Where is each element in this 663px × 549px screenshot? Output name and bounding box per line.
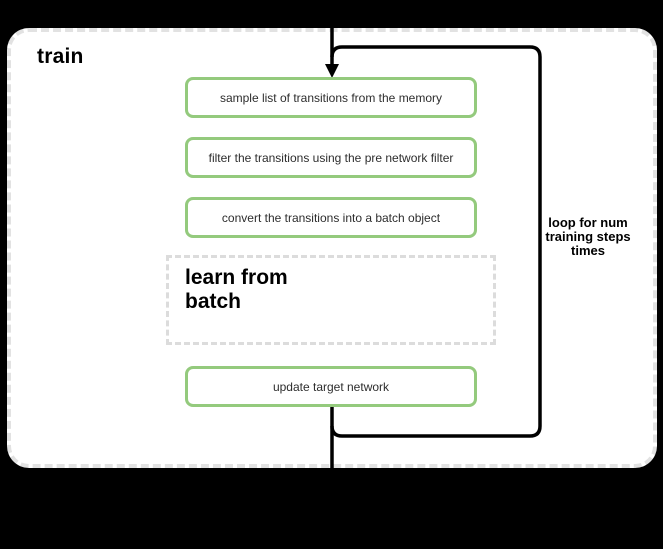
- node-label: filter the transitions using the pre net…: [208, 150, 454, 165]
- node-label: update target network: [272, 379, 390, 394]
- node-learn-from-batch: learn from batch: [166, 255, 496, 345]
- node-sample-transitions: sample list of transitions from the memo…: [185, 77, 477, 118]
- loop-annotation: loop for num training steps times: [541, 216, 635, 257]
- loop-annotation-line: loop for num: [548, 215, 628, 230]
- node-update-target-network: update target network: [185, 366, 477, 407]
- learn-from-batch-label: learn from batch: [185, 266, 288, 313]
- arrow-down-icon: [325, 64, 339, 78]
- loop-annotation-line: times: [571, 242, 605, 258]
- node-filter-transitions: filter the transitions using the pre net…: [185, 137, 477, 178]
- node-convert-batch: convert the transitions into a batch obj…: [185, 197, 477, 238]
- node-label: convert the transitions into a batch obj…: [221, 210, 441, 225]
- loop-annotation-line: training steps: [545, 228, 631, 244]
- loop-boundary: [330, 45, 542, 438]
- node-label: sample list of transitions from the memo…: [219, 90, 443, 105]
- subgraph-title: train: [37, 45, 84, 68]
